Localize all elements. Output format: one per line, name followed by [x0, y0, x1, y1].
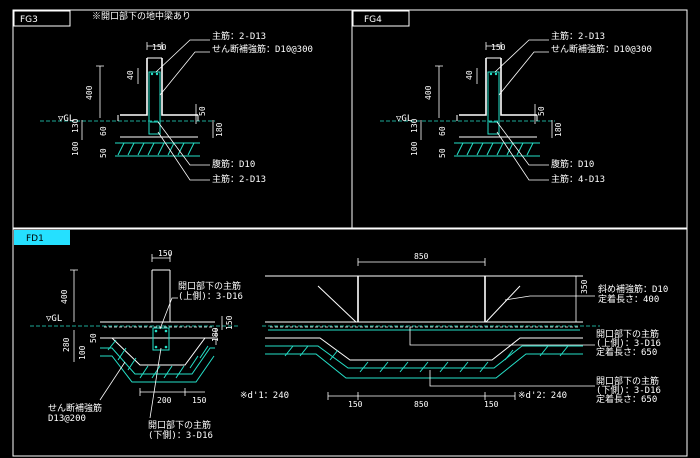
fg3-label-main-bottom: 主筋：2-D13: [212, 173, 266, 185]
tab-fg4[interactable]: FG4: [352, 10, 410, 27]
fd1-left-dim-280: 280: [62, 337, 71, 352]
fg3-dim-400: 400: [85, 85, 94, 100]
fd1-right-section: 850 350 150 850 150 ※d'1：240 ※d'2：240 斜め…: [240, 252, 668, 409]
fg3-label-main-top: 主筋：2-D13: [212, 30, 266, 42]
fd1-right-dim-350: 350: [580, 279, 589, 294]
fg4-dim-180: 180: [554, 122, 563, 137]
fd1-left-dim-150: 150: [225, 315, 234, 330]
fg4-section: 150 400 40 50 180 130 60 100 50 ▽GL 主筋：2…: [380, 30, 652, 185]
fd1-right-label-lower-3: 定着長さ：650: [596, 393, 657, 405]
panel-fg4-frame: [351, 9, 688, 229]
fd1-left-label-shear-1: せん断補強筋: [48, 402, 102, 414]
fd1-left-label-shear-2: D13@200: [48, 414, 86, 424]
fg3-dim-60: 60: [99, 126, 108, 136]
fg4-label-main-bottom: 主筋：4-D13: [551, 173, 605, 185]
fg4-dim-400: 400: [424, 85, 433, 100]
fg3-label-shear: せん断補強筋：D10@300: [212, 43, 313, 55]
fd1-left-dim-150b: 150: [192, 396, 207, 405]
fg4-dim-50b: 50: [438, 148, 447, 158]
fd1-right-d2: ※d'2：240: [518, 391, 567, 401]
fg3-gl-mark: ▽GL: [58, 114, 74, 124]
fg4-dim-50: 50: [537, 106, 546, 116]
tab-fg4-label: FG4: [364, 15, 382, 25]
fd1-left-label-upper-1: 開口部下の主筋: [178, 280, 241, 292]
tab-fd1-label: FD1: [26, 234, 44, 244]
fd1-right-label-lower-2: (下側)：3-D16: [596, 384, 661, 396]
fg4-dim-60: 60: [438, 126, 447, 136]
fg3-label-web: 腹筋：D10: [212, 158, 255, 170]
fd1-right-dim-850-bottom: 850: [414, 400, 429, 409]
fg4-gl-mark: ▽GL: [396, 114, 412, 124]
fd1-right-label-slant-2: 定着長さ：400: [598, 293, 659, 305]
tab-fg3-label: FG3: [20, 15, 38, 25]
fd1-right-d1: ※d'1：240: [240, 391, 289, 401]
fd1-left-section: 150 400 150 180 280 100 50 200 150 ▽GL 開…: [30, 249, 243, 441]
fd1-left-label-lower-2: (下側)：3-D16: [148, 429, 213, 441]
fg3-dim-top: 150: [152, 43, 167, 52]
fd1-left-dim-100: 100: [78, 345, 87, 360]
fd1-left-label-upper-2: (上側)：3-D16: [178, 290, 243, 302]
fg3-dim-50b: 50: [99, 148, 108, 158]
fd1-left-dim-50: 50: [89, 333, 98, 343]
fd1-gl-mark: ▽GL: [46, 314, 62, 324]
fd1-left-dim-top: 150: [158, 249, 173, 258]
fd1-left-dim-200: 200: [157, 396, 172, 405]
fd1-right-label-upper-3: 定着長さ：650: [596, 346, 657, 358]
fg3-dim-130: 130: [71, 118, 80, 133]
fd1-right-dim-150a: 150: [348, 400, 363, 409]
fd1-right-label-upper-1: 開口部下の主筋: [596, 328, 659, 340]
fd1-right-dim-150b: 150: [484, 400, 499, 409]
fg4-dim-130: 130: [410, 118, 419, 133]
fg3-dim-100: 100: [71, 141, 80, 156]
fg3-dim-40: 40: [126, 70, 135, 80]
fg4-dim-40: 40: [465, 70, 474, 80]
fg4-label-web: 腹筋：D10: [551, 158, 594, 170]
fd1-right-dim-850-top: 850: [414, 252, 429, 261]
fg3-dim-50: 50: [198, 106, 207, 116]
fd1-right-label-lower-1: 開口部下の主筋: [596, 375, 659, 387]
fd1-left-dim-400: 400: [60, 289, 69, 304]
tab-fd1[interactable]: FD1: [14, 230, 70, 245]
fd1-right-label-slant-1: 斜め補強筋：D10: [598, 283, 668, 295]
fd1-left-dim-180: 180: [211, 327, 220, 342]
fg4-dim-100: 100: [410, 141, 419, 156]
tab-fg3[interactable]: FG3: [13, 10, 71, 27]
fd1-left-label-lower-1: 開口部下の主筋: [148, 419, 211, 431]
fg3-note: ※開口部下の地中梁あり: [92, 10, 191, 22]
fg3-dim-180: 180: [215, 122, 224, 137]
fg4-dim-top: 150: [491, 43, 506, 52]
panel-fd1-frame: [12, 228, 688, 457]
fg4-label-shear: せん断補強筋：D10@300: [551, 43, 652, 55]
fg3-section: 150 400 40 50 180 130 60 100 50 ▽GL 主筋：2…: [40, 30, 313, 185]
fd1-right-label-upper-2: (上側)：3-D16: [596, 337, 661, 349]
fg4-label-main-top: 主筋：2-D13: [551, 30, 605, 42]
